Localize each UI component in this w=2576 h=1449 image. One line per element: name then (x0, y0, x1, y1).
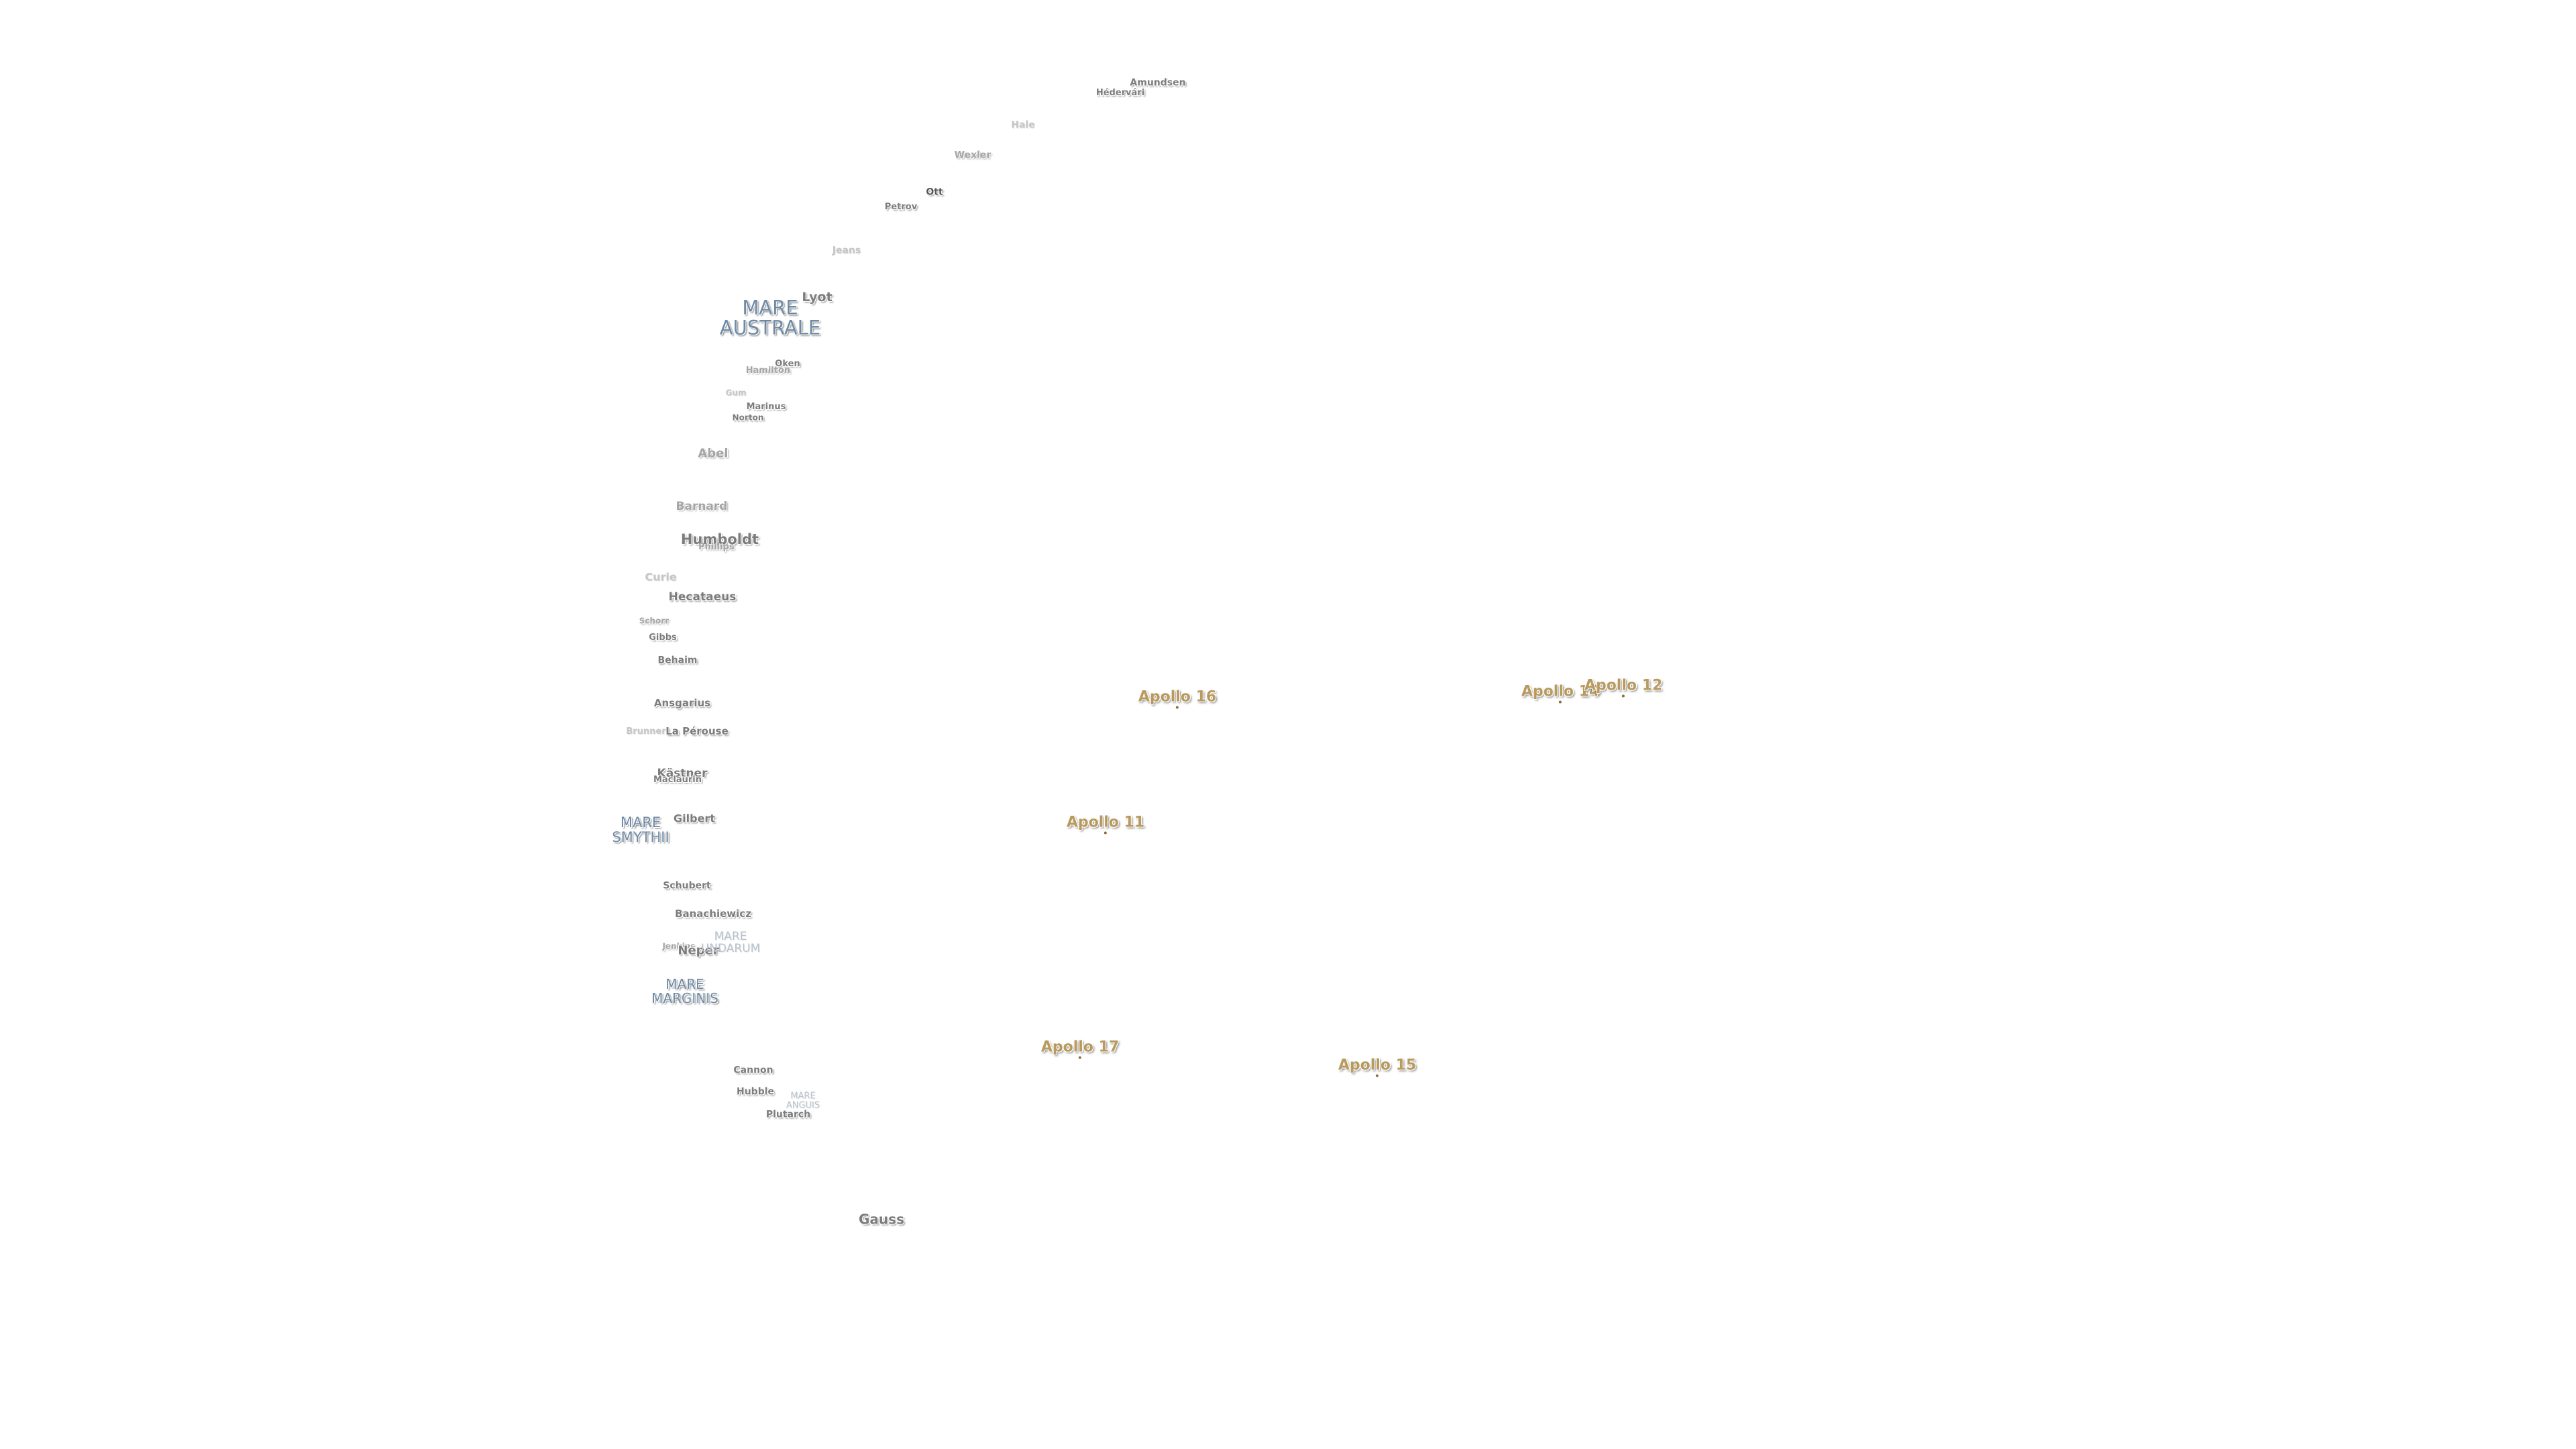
landing-site-marker-icon (1558, 700, 1562, 704)
crater-label-petrov[interactable]: Petrov (884, 202, 918, 213)
crater-label-maclaurin[interactable]: Maclaurin (653, 775, 702, 786)
apollo-17-label: Apollo 17 (1040, 1038, 1120, 1056)
crater-label-kastner[interactable]: Kästner (657, 767, 708, 781)
mare-label-marginis[interactable]: MARE MARGINIS (651, 976, 718, 1006)
crater-label-abel[interactable]: Abel (698, 446, 729, 461)
landing-site-marker-icon (1375, 1074, 1379, 1077)
crater-label-hedervari[interactable]: Hédervári (1095, 88, 1145, 99)
crater-label-neper[interactable]: Neper (678, 943, 719, 958)
mare-label-smythii[interactable]: MARE SMYTHII (612, 814, 669, 845)
crater-label-jenkins[interactable]: Jenkins (662, 941, 696, 951)
crater-label-gilbert[interactable]: Gilbert (674, 812, 715, 825)
crater-label-barnard[interactable]: Barnard (676, 500, 728, 514)
apollo-17-site[interactable]: Apollo 17 (1040, 1038, 1120, 1059)
mare-label-anguis[interactable]: MARE ANGUIS (786, 1091, 820, 1110)
landing-site-marker-icon (1104, 831, 1107, 835)
crater-label-lyot[interactable]: Lyot (802, 290, 833, 305)
crater-label-hamilton[interactable]: Hamilton (745, 366, 791, 376)
crater-label-ott[interactable]: Ott (926, 186, 943, 198)
apollo-11-site[interactable]: Apollo 11 (1066, 814, 1145, 835)
crater-label-curie[interactable]: Curie (645, 570, 677, 584)
crater-label-amundsen[interactable]: Amundsen (1130, 77, 1186, 89)
crater-label-hale[interactable]: Hale (1011, 119, 1035, 131)
crater-label-plutarch[interactable]: Plutarch (765, 1109, 811, 1120)
apollo-14-site[interactable]: Apollo 14 (1521, 683, 1600, 704)
crater-label-jeans[interactable]: Jeans (832, 245, 861, 256)
mare-label-undarum[interactable]: MARE UNDARUM (700, 930, 761, 955)
mare-label-australe[interactable]: MARE AUSTRALE (719, 296, 821, 339)
crater-label-behaim[interactable]: Behaim (657, 655, 698, 666)
apollo-15-site[interactable]: Apollo 15 (1338, 1057, 1417, 1077)
crater-label-humboldt[interactable]: Humboldt (680, 531, 759, 547)
crater-label-gum[interactable]: Gum (725, 388, 747, 398)
apollo-11-label: Apollo 11 (1066, 814, 1145, 831)
apollo-16-label: Apollo 16 (1138, 688, 1217, 706)
crater-label-norton[interactable]: Norton (732, 413, 764, 423)
crater-label-gibbs[interactable]: Gibbs (649, 633, 677, 643)
crater-label-hecataeus[interactable]: Hecataeus (668, 590, 737, 604)
crater-label-marinus[interactable]: Marinus (746, 402, 786, 413)
apollo-14-label: Apollo 14 (1521, 683, 1600, 700)
crater-label-cannon[interactable]: Cannon (733, 1065, 773, 1076)
crater-label-gauss[interactable]: Gauss (859, 1211, 904, 1228)
crater-label-ansgarius[interactable]: Ansgarius (653, 697, 711, 710)
crater-label-schubert[interactable]: Schubert (663, 880, 711, 892)
apollo-12-label: Apollo 12 (1584, 677, 1663, 694)
crater-label-hubble[interactable]: Hubble (736, 1086, 775, 1097)
crater-label-oken[interactable]: Oken (775, 359, 800, 370)
crater-label-brunner[interactable]: Brunner (626, 727, 666, 737)
landing-site-marker-icon (1175, 706, 1179, 709)
crater-label-wexler[interactable]: Wexler (954, 150, 991, 161)
crater-label-banachiewicz[interactable]: Banachiewicz (675, 908, 751, 920)
apollo-12-site[interactable]: Apollo 12 (1584, 677, 1663, 698)
apollo-16-site[interactable]: Apollo 16 (1138, 688, 1217, 709)
crater-label-phillips[interactable]: Phillips (698, 542, 735, 553)
landing-site-marker-icon (1621, 694, 1625, 698)
crater-label-la-perouse[interactable]: La Pérouse (665, 725, 729, 738)
landing-site-marker-icon (1078, 1056, 1081, 1059)
apollo-15-label: Apollo 15 (1338, 1057, 1417, 1074)
crater-label-schorr[interactable]: Schorr (639, 616, 669, 626)
